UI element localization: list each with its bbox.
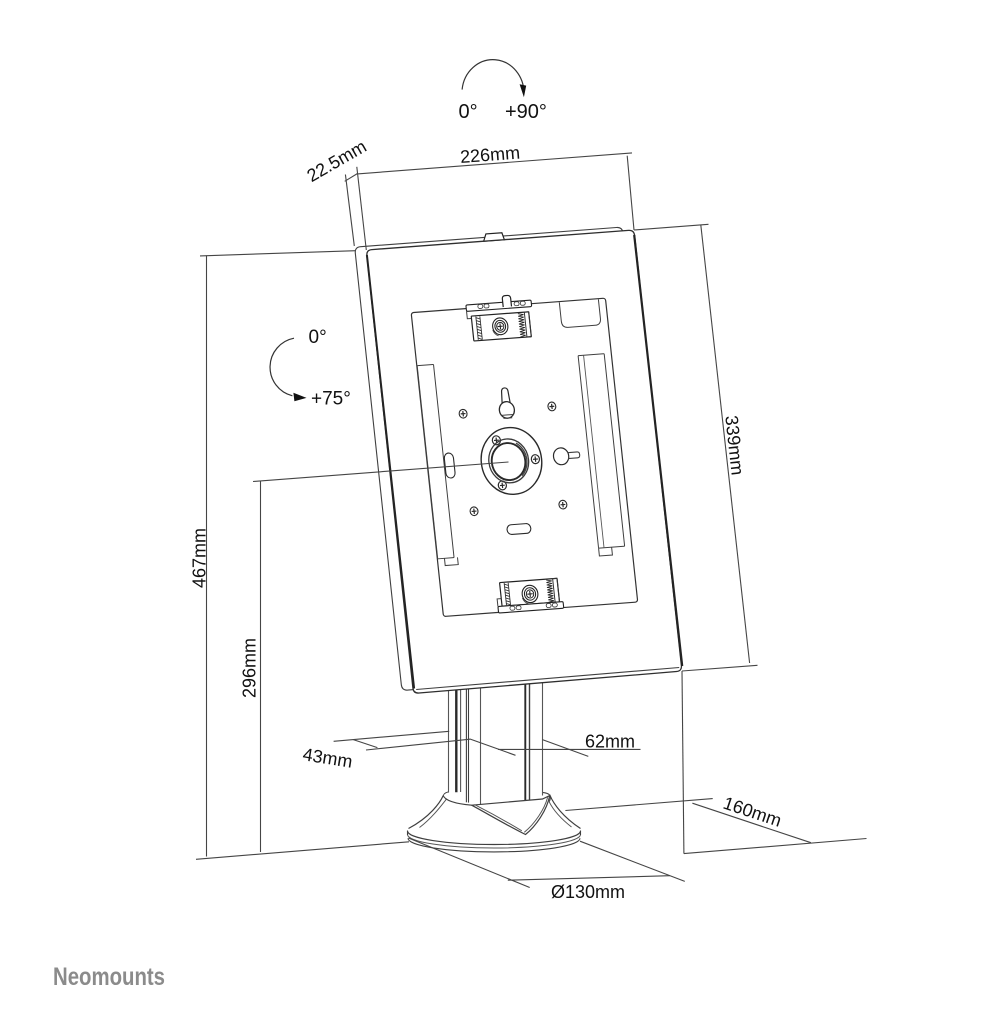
svg-text:+90°: +90° — [505, 101, 547, 123]
svg-text:+75°: +75° — [311, 389, 351, 410]
svg-text:Neomounts: Neomounts — [53, 963, 165, 991]
svg-text:Ø130mm: Ø130mm — [551, 882, 625, 902]
svg-text:467mm: 467mm — [190, 528, 210, 588]
svg-text:62mm: 62mm — [585, 732, 635, 752]
svg-text:0°: 0° — [459, 101, 478, 123]
svg-text:0°: 0° — [309, 327, 327, 348]
svg-text:296mm: 296mm — [240, 638, 260, 698]
